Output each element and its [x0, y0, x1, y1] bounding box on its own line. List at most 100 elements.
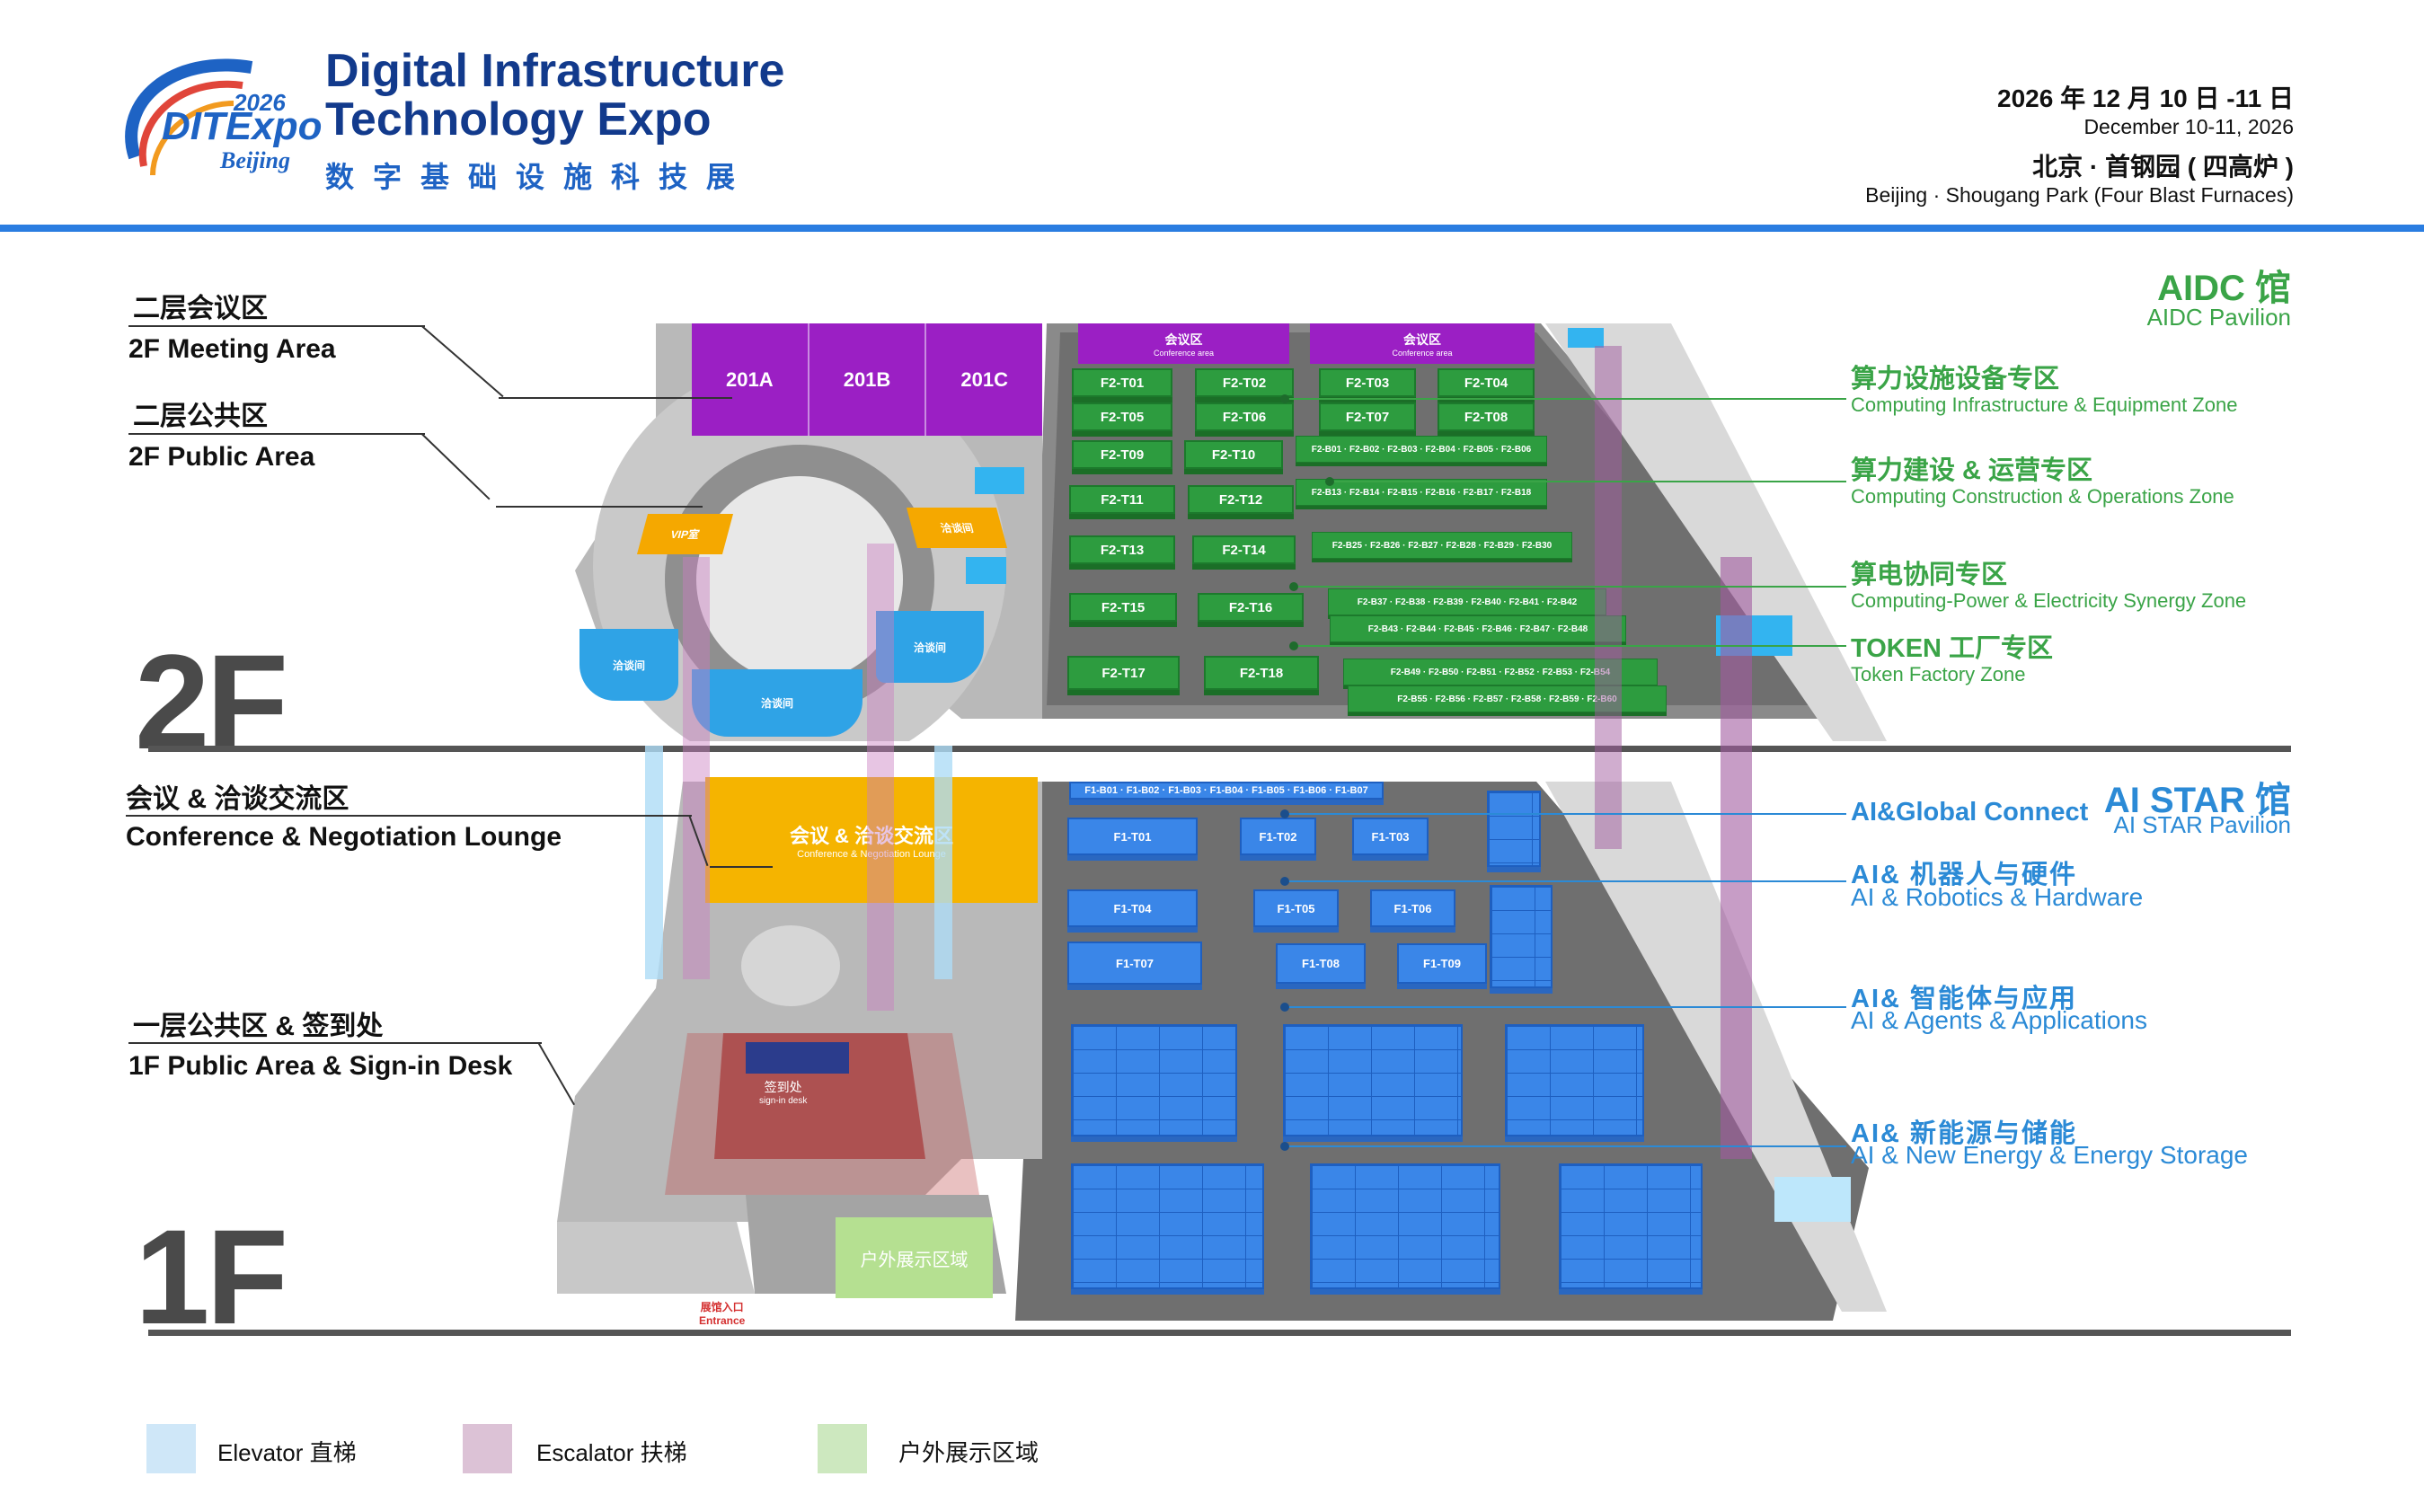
booth-f1-t01[interactable]: F1-T01: [1067, 818, 1198, 855]
expo-title-en: Digital Infrastructure Technology Expo: [325, 47, 828, 144]
lounge-room-205b[interactable]: 洽谈间: [876, 611, 984, 683]
booth-cluster[interactable]: [1071, 1163, 1264, 1289]
booth-f2-t06[interactable]: F2-T06: [1195, 402, 1294, 431]
booth-f2-t04[interactable]: F2-T04: [1438, 368, 1535, 397]
zone-pointer-dot: [1280, 394, 1289, 403]
escalator: [1721, 557, 1752, 1159]
booth-cluster[interactable]: [1071, 1024, 1237, 1136]
expo-title-line2: Technology Expo: [325, 93, 712, 146]
room-201b[interactable]: 201B: [809, 323, 927, 436]
booth-cluster[interactable]: [1559, 1163, 1703, 1289]
aistar-zone-1-cn[interactable]: AI&Global Connect: [1851, 798, 2089, 827]
conf-area-cn: 会议区: [1403, 332, 1441, 347]
booth-cluster[interactable]: [1490, 885, 1553, 988]
leader-line: [420, 325, 504, 398]
booth-row-f2-b01[interactable]: F2-B01 · F2-B02 · F2-B03 · F2-B04 · F2-B…: [1296, 436, 1547, 463]
aidc-zone-1-cn[interactable]: 算力设施设备专区: [1851, 365, 2060, 393]
booth-f1-t07[interactable]: F1-T07: [1067, 942, 1202, 985]
booth-cluster[interactable]: [1487, 791, 1541, 867]
entrance-cn: 展馆入口: [700, 1301, 744, 1313]
aidc-zone-1-en: Computing Infrastructure & Equipment Zon…: [1851, 393, 2238, 416]
zone-pointer-dot: [1289, 582, 1298, 591]
sign-in-desk[interactable]: 签到处 sign-in desk: [759, 1078, 807, 1106]
entrance-label[interactable]: 展馆入口 Entrance: [699, 1299, 745, 1327]
aistar-zone-3-cn[interactable]: AI& 智能体与应用: [1851, 985, 2078, 1013]
aistar-zone-2-en: AI & Robotics & Hardware: [1851, 883, 2144, 911]
booth-f2-t12[interactable]: F2-T12: [1188, 485, 1294, 514]
lounge-room-204[interactable]: 洽谈间: [692, 669, 863, 737]
aidc-zone-4-cn[interactable]: TOKEN 工厂专区: [1851, 634, 2054, 663]
booth-f2-t13[interactable]: F2-T13: [1069, 535, 1175, 564]
aistar-zone-4-cn[interactable]: AI& 新能源与储能: [1851, 1119, 2078, 1148]
aidc-zone-2-en: Computing Construction & Operations Zone: [1851, 485, 2234, 508]
leader-line: [710, 866, 773, 868]
date-en: December 10-11, 2026: [2083, 115, 2294, 138]
zone-pointer: [1285, 398, 1846, 400]
logo-name: DITExpo: [162, 104, 322, 148]
vip-room[interactable]: VIP室: [636, 514, 734, 554]
zone-pointer-dot: [1325, 477, 1334, 486]
booth-cluster[interactable]: [1505, 1024, 1644, 1136]
escalator: [683, 557, 710, 979]
conference-area-a[interactable]: 会议区 Conference area: [1078, 323, 1289, 364]
booth-row-f2-b07[interactable]: F2-B13 · F2-B14 · F2-B15 · F2-B16 · F2-B…: [1296, 479, 1547, 506]
aidc-zone-3-en: Computing-Power & Electricity Synergy Zo…: [1851, 589, 2247, 612]
expo-title-cn: 数字基础设施科技展: [325, 161, 755, 193]
booth-cluster[interactable]: [1283, 1024, 1463, 1136]
booth-f1-t02[interactable]: F1-T02: [1240, 818, 1316, 855]
booth-f2-t10[interactable]: F2-T10: [1184, 440, 1283, 469]
booth-f2-t11[interactable]: F2-T11: [1069, 485, 1175, 514]
outdoor-display-area[interactable]: 户外展示区域: [836, 1217, 993, 1298]
logo-year: 2026: [233, 89, 286, 116]
aistar-zone-2-cn[interactable]: AI& 机器人与硬件: [1851, 861, 2078, 889]
restroom-icon: [966, 557, 1006, 584]
booth-f2-t03[interactable]: F2-T03: [1319, 368, 1416, 397]
signin-cn: 签到处: [764, 1080, 802, 1094]
booth-f2-t09[interactable]: F2-T09: [1072, 440, 1172, 469]
booth-row-f2-b25[interactable]: F2-B25 · F2-B26 · F2-B27 · F2-B28 · F2-B…: [1312, 532, 1572, 559]
booth-f2-t16[interactable]: F2-T16: [1198, 593, 1304, 622]
booth-cluster[interactable]: [1310, 1163, 1500, 1289]
label-1f-public-en: 1F Public Area & Sign-in Desk: [128, 1051, 513, 1081]
booth-f2-t01[interactable]: F2-T01: [1072, 368, 1172, 397]
leader-line: [128, 433, 425, 435]
zone-pointer-dot: [1280, 809, 1289, 818]
booth-row-f2-b37[interactable]: F2-B37 · F2-B38 · F2-B39 · F2-B40 · F2-B…: [1328, 588, 1606, 615]
booth-f2-t05[interactable]: F2-T05: [1072, 402, 1172, 431]
room-201c[interactable]: 201C: [960, 367, 1008, 391]
booth-f1-t04[interactable]: F1-T04: [1067, 889, 1198, 927]
booth-f2-t02[interactable]: F2-T02: [1195, 368, 1294, 397]
label-2f-public-cn: 二层公共区: [133, 402, 268, 431]
room-201a[interactable]: 201A: [692, 323, 809, 436]
conf-area-en: Conference area: [1392, 348, 1453, 358]
booth-f1-t03[interactable]: F1-T03: [1352, 818, 1429, 855]
booth-f2-t08[interactable]: F2-T08: [1438, 402, 1535, 431]
aidc-zone-2-cn[interactable]: 算力建设 & 运营专区: [1851, 456, 2093, 485]
meeting-rooms-201: 201A 201B 201C: [692, 323, 1042, 436]
booth-f1-t06[interactable]: F1-T06: [1370, 889, 1455, 927]
booth-f2-t18[interactable]: F2-T18: [1204, 656, 1319, 690]
booth-f1-t05[interactable]: F1-T05: [1253, 889, 1339, 927]
aidc-zone-3-cn[interactable]: 算电协同专区: [1851, 561, 2008, 589]
lounge-room-205[interactable]: 洽谈间: [906, 508, 1008, 548]
label-2f-meeting-en: 2F Meeting Area: [128, 334, 336, 364]
floor-divider-1f: [148, 1330, 2291, 1336]
booth-f1-t08[interactable]: F1-T08: [1276, 943, 1366, 984]
booth-row-f2-b43[interactable]: F2-B43 · F2-B44 · F2-B45 · F2-B46 · F2-B…: [1330, 615, 1626, 642]
conference-area-b[interactable]: 会议区 Conference area: [1310, 323, 1535, 364]
header-divider: [0, 225, 2424, 232]
booth-f2-t15[interactable]: F2-T15: [1069, 593, 1177, 622]
booth-f2-t07[interactable]: F2-T07: [1319, 402, 1416, 431]
zone-pointer-dot: [1280, 1142, 1289, 1151]
legend-elevator-label: Elevator 直梯: [217, 1439, 357, 1466]
aistar-pavilion-cn: AI STAR 馆: [2103, 781, 2291, 820]
booth-f1-t09[interactable]: F1-T09: [1397, 943, 1487, 984]
booth-row-f1-b01[interactable]: F1-B01 · F1-B02 · F1-B03 · F1-B04 · F1-B…: [1069, 782, 1384, 800]
floor-divider-2f: [148, 746, 2291, 752]
lounge-room-203[interactable]: 洽谈间: [579, 629, 678, 701]
booth-f2-t14[interactable]: F2-T14: [1192, 535, 1296, 564]
aistar-zone-4-en: AI & New Energy & Energy Storage: [1851, 1141, 2248, 1169]
booth-f2-t17[interactable]: F2-T17: [1067, 656, 1180, 690]
escalator: [1595, 346, 1622, 849]
f1-conference-lounge[interactable]: 会议 & 洽谈交流区 Conference & Negotiation Loun…: [705, 777, 1038, 903]
